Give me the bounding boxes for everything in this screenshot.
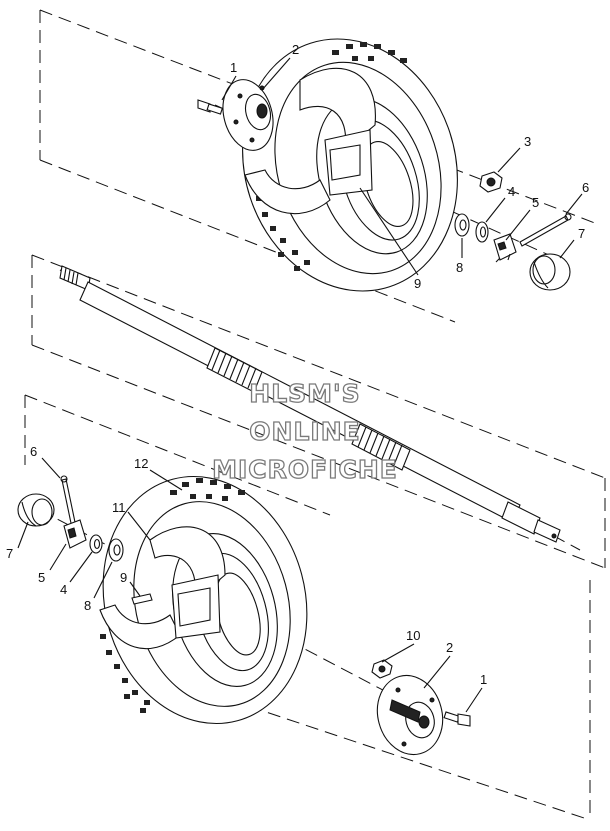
callout-top-3: 3 — [524, 134, 531, 149]
bottom-washer-4 — [89, 534, 103, 554]
watermark-line-1: HLSM'S — [249, 379, 360, 408]
callout-bottom-1: 1 — [480, 672, 487, 687]
top-bolt — [197, 99, 224, 115]
axle — [59, 265, 581, 551]
bottom-hub — [376, 674, 444, 756]
callout-top-7: 7 — [578, 226, 585, 241]
callout-top-2: 2 — [292, 42, 299, 57]
callout-top-8: 8 — [456, 260, 463, 275]
top-nut — [479, 171, 503, 193]
top-cap — [529, 253, 571, 291]
top-rim — [244, 67, 376, 215]
bottom-cap — [17, 493, 55, 527]
bottom-washer-8 — [108, 538, 124, 562]
callouts-bottom: 6 7 5 4 8 12 11 9 10 2 1 — [6, 444, 487, 687]
bottom-valve — [131, 593, 153, 605]
watermark-line-3: MICROFICHE — [212, 455, 398, 484]
top-washer-4 — [475, 221, 489, 243]
bottom-castle-nut — [63, 519, 87, 549]
top-washer-8 — [454, 213, 470, 237]
bottom-cotter-pin — [60, 475, 77, 529]
callout-top-4: 4 — [508, 184, 515, 199]
callout-bottom-2: 2 — [446, 640, 453, 655]
top-wheel-assembly — [197, 38, 583, 292]
bottom-assembly-boundary — [24, 394, 591, 821]
bottom-nut — [371, 659, 393, 679]
callout-bottom-7: 7 — [6, 546, 13, 561]
top-castle-nut — [493, 233, 517, 263]
bottom-wheel-assembly — [17, 457, 483, 756]
top-assembly-boundary — [39, 9, 601, 323]
bottom-rim — [99, 526, 226, 650]
callout-top-6: 6 — [582, 180, 589, 195]
watermark-line-2: ONLINE — [249, 417, 360, 446]
callout-bottom-6: 6 — [30, 444, 37, 459]
callout-bottom-12: 12 — [134, 456, 148, 471]
axle-boundary — [31, 254, 606, 569]
callout-bottom-10: 10 — [406, 628, 420, 643]
callout-bottom-11: 11 — [112, 500, 126, 515]
callouts-top: 1 2 3 4 5 6 7 8 9 — [230, 42, 589, 291]
top-hub — [222, 79, 274, 151]
top-cotter-pin — [519, 213, 572, 247]
callout-bottom-8: 8 — [84, 598, 91, 613]
watermark: HLSM'S ONLINE MICROFICHE — [211, 378, 398, 484]
callout-bottom-9: 9 — [120, 570, 127, 585]
callout-top-9: 9 — [414, 276, 421, 291]
callout-top-1: 1 — [230, 60, 237, 75]
callout-bottom-5: 5 — [38, 570, 45, 585]
bottom-bolt — [443, 711, 471, 727]
callout-bottom-4: 4 — [60, 582, 67, 597]
callout-top-5: 5 — [532, 195, 539, 210]
